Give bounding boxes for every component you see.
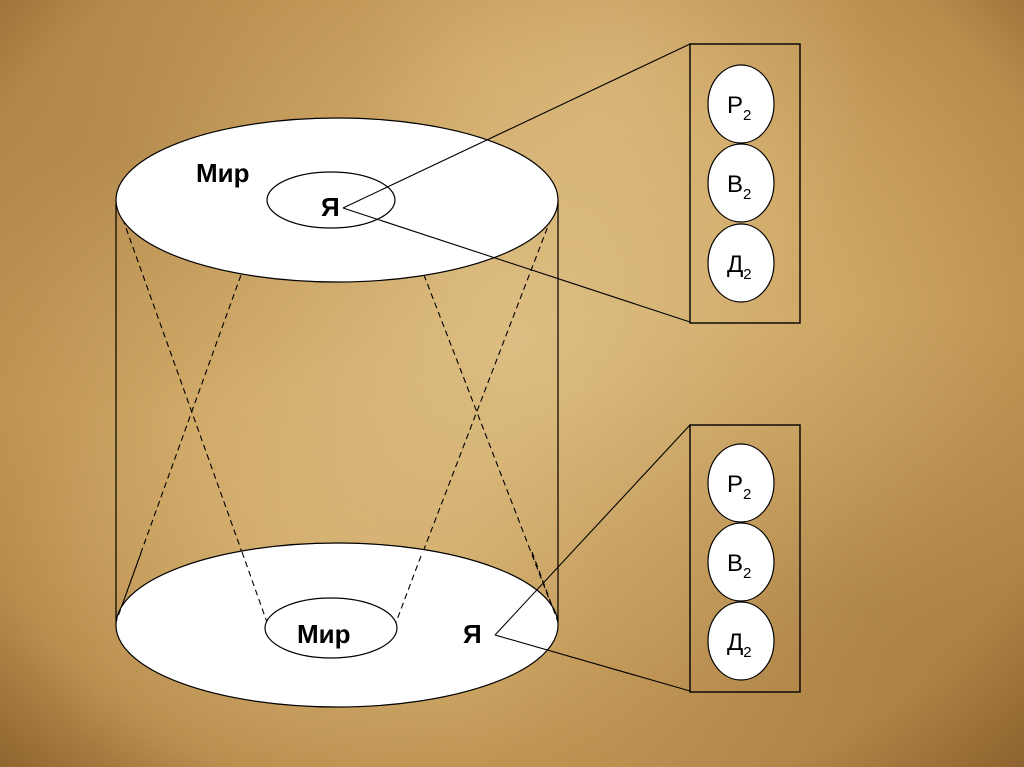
dashed-overlay-3 [531,551,559,623]
dashed-lines-bottom-overlay [115,551,559,626]
lower-box-circles [707,443,775,681]
bottom-world-label: Мир [297,619,351,649]
upper-connector [342,43,691,323]
bottom-inner-ellipse [264,597,398,659]
upper-letter-d: Д2 [727,251,752,283]
upper-connector-line-1 [342,43,691,209]
lower-letter-d: Д2 [727,629,752,661]
lower-letter-r: Р2 [727,471,751,503]
lower-circle-d [707,601,775,681]
dashed-overlay-2 [241,551,269,626]
top-world-label: Мир [196,158,250,188]
lower-circle-v [707,522,775,602]
lower-circle-r [707,443,775,523]
lower-connector-line-2 [494,634,691,692]
upper-circle-r [707,64,775,144]
upper-box [689,43,801,324]
upper-circle-v [707,143,775,223]
lower-letter-v: В2 [727,550,751,582]
dashed-overlay-4 [394,555,422,626]
lower-connector-line-1 [494,424,691,636]
bottom-self-label: Я [463,619,482,649]
dashed-line-4 [394,199,559,626]
lower-connector [494,424,691,692]
upper-letter-r: Р2 [727,92,751,124]
dashed-overlay-1 [115,552,142,623]
upper-connector-line-2 [342,207,691,323]
upper-letter-v: В2 [727,171,751,203]
upper-circle-d [707,223,775,303]
upper-box-circles [707,64,775,303]
lower-box [689,424,801,693]
top-self-label: Я [321,192,340,222]
